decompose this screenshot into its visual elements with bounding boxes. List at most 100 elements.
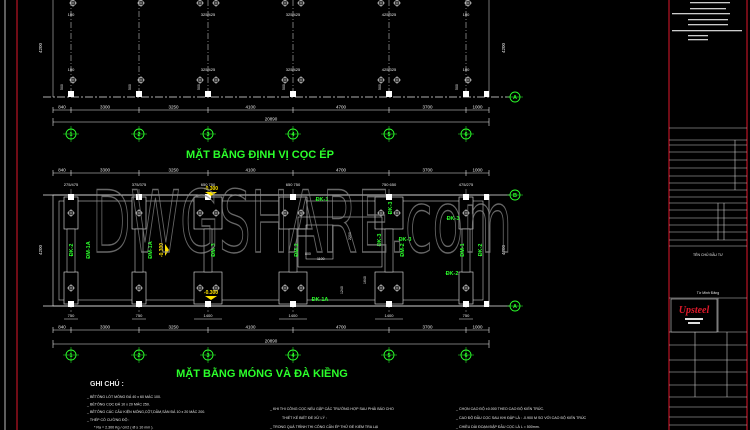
column bbox=[463, 91, 469, 97]
level-triangle bbox=[205, 192, 217, 196]
footing-label-dm2: ĐM-2 bbox=[400, 243, 406, 256]
footing-offset: 650 750 bbox=[286, 182, 301, 187]
column bbox=[484, 91, 489, 97]
height-dimension: 4200 bbox=[501, 42, 506, 53]
height-dimension: 4200 bbox=[38, 42, 43, 53]
total-dimension: 20890 bbox=[265, 117, 278, 122]
span-dimension: 4700 bbox=[336, 168, 347, 173]
column bbox=[136, 91, 142, 97]
edge-dimension: 500 bbox=[128, 84, 132, 90]
axis-label-6: 6 bbox=[464, 132, 467, 138]
axis-label-3: 3 bbox=[206, 353, 209, 359]
span-dimension: 4100 bbox=[245, 168, 256, 173]
note-line: _ CHIỀU DÀI ĐOẠN ĐẬP ĐẦU CỌC LÀ L = 500m… bbox=[455, 424, 540, 429]
stair-pit-inner bbox=[305, 224, 334, 260]
footing-strip bbox=[203, 228, 213, 273]
span-dimension: 1000 bbox=[472, 325, 483, 330]
beam-label-dk3: ĐK-3 bbox=[447, 216, 460, 222]
small-dimension: 1240 bbox=[340, 286, 344, 294]
axis-label-2: 2 bbox=[137, 353, 140, 359]
axis-label-4: 4 bbox=[291, 353, 295, 359]
span-dimension: 840 bbox=[58, 168, 66, 173]
footing-strip bbox=[384, 228, 394, 273]
row-axis-label-A: A bbox=[513, 304, 517, 310]
column bbox=[136, 194, 142, 200]
axis-label-6: 6 bbox=[464, 353, 467, 359]
plan1-title: MẶT BẰNG ĐỊNH VỊ CỌC ÉP bbox=[186, 148, 334, 161]
column bbox=[68, 194, 74, 200]
span-dimension: 3250 bbox=[168, 168, 179, 173]
footing-label-dm2: ĐM-2 bbox=[294, 243, 300, 256]
footing-width: 1400 bbox=[204, 313, 214, 318]
spec-text-block bbox=[672, 2, 742, 41]
column bbox=[205, 194, 211, 200]
column bbox=[463, 194, 469, 200]
beam-label-dk3: ĐK-3 bbox=[388, 202, 394, 215]
note-line: _ CAO ĐỘ ĐẦU CỌC SAU KHI ĐẬP LÀ : -0.900… bbox=[455, 415, 587, 420]
axis-label-4: 4 bbox=[291, 132, 295, 138]
notes-heading: GHI CHÚ : bbox=[90, 379, 124, 388]
note-line: _ TRONG QUÁ TRÌNH THI CÔNG CẦN ÉP THỬ ĐỂ… bbox=[269, 424, 378, 429]
column bbox=[205, 91, 211, 97]
beam-label-dk1a: ĐK-1A bbox=[312, 297, 329, 303]
stair-pit bbox=[297, 216, 383, 268]
span-dimension: 4100 bbox=[245, 105, 256, 110]
footing-strip bbox=[66, 228, 76, 273]
axis-label-2: 2 bbox=[137, 132, 140, 138]
small-dimension: 2200 bbox=[348, 232, 352, 240]
pile-offset: 100 bbox=[463, 67, 470, 72]
column bbox=[386, 194, 392, 200]
footing-offset: 375/375 bbox=[132, 182, 147, 187]
axis-label-3: 3 bbox=[206, 132, 209, 138]
height-dimension: 4200 bbox=[501, 244, 506, 255]
span-dimension: 4700 bbox=[336, 325, 347, 330]
pile-offset: 325/425 bbox=[286, 12, 301, 17]
span-dimension: 840 bbox=[58, 105, 66, 110]
logo-stand bbox=[685, 318, 703, 320]
column bbox=[290, 301, 296, 307]
company-logo-frame bbox=[670, 298, 718, 333]
span-dimension: 1000 bbox=[472, 105, 483, 110]
company-logo: Upsteel bbox=[679, 305, 710, 316]
edge-dimension: 500 bbox=[455, 84, 459, 90]
span-dimension: 3300 bbox=[100, 325, 111, 330]
footing-offset: 650 750 bbox=[201, 182, 216, 187]
column bbox=[136, 301, 142, 307]
pile-offset: 100 bbox=[463, 12, 470, 17]
column bbox=[386, 91, 392, 97]
beam-label-dk3: ĐK-3 bbox=[377, 234, 383, 247]
total-dimension: 20890 bbox=[265, 339, 278, 344]
beam-label-dk1: ĐK-1 bbox=[316, 197, 329, 203]
note-line: * Ra = 2.300 Kg / cm2 ( Ø ≥ 10 mm ). bbox=[94, 426, 153, 430]
column bbox=[484, 194, 489, 200]
footing-label-dm1: ĐM-1 bbox=[460, 243, 466, 256]
footing-offset: 475/275 bbox=[459, 182, 474, 187]
grade-beam-inner bbox=[58, 200, 484, 301]
axis-label-1: 1 bbox=[69, 132, 72, 138]
column bbox=[463, 301, 469, 307]
span-dimension: 3700 bbox=[422, 325, 433, 330]
small-dimension: 1640 bbox=[363, 276, 367, 284]
span-dimension: 1000 bbox=[472, 168, 483, 173]
height-dimension: 4200 bbox=[38, 244, 43, 255]
edge-dimension: 500 bbox=[378, 84, 382, 90]
pile-offset: 100 bbox=[68, 67, 75, 72]
small-dimension: 1100 bbox=[317, 257, 325, 261]
footing-width: 1400 bbox=[289, 313, 299, 318]
edge-dimension: 500 bbox=[282, 84, 286, 90]
column bbox=[386, 301, 392, 307]
note-line: _ CHỌN CAO ĐỘ ±0.000 THEO CAO ĐỘ KIẾN TR… bbox=[455, 406, 544, 411]
pile-offset: 100 bbox=[68, 12, 75, 17]
span-dimension: 840 bbox=[58, 325, 66, 330]
footing-width: 750 bbox=[463, 313, 470, 318]
watermark: DWGSHARE.com bbox=[92, 173, 512, 273]
span-dimension: 3250 bbox=[168, 105, 179, 110]
column bbox=[290, 194, 296, 200]
pile-offset: 425/325 bbox=[382, 67, 397, 72]
footing-strip bbox=[134, 228, 144, 273]
notes: GHI CHÚ : _ BÊTÔNG LÓT MÓNG ĐÁ 40 x 60 M… bbox=[86, 379, 587, 430]
title-block: TÊN CHỦ ĐẦU TƯ Từ Minh Đăng Upsteel bbox=[669, 2, 747, 426]
